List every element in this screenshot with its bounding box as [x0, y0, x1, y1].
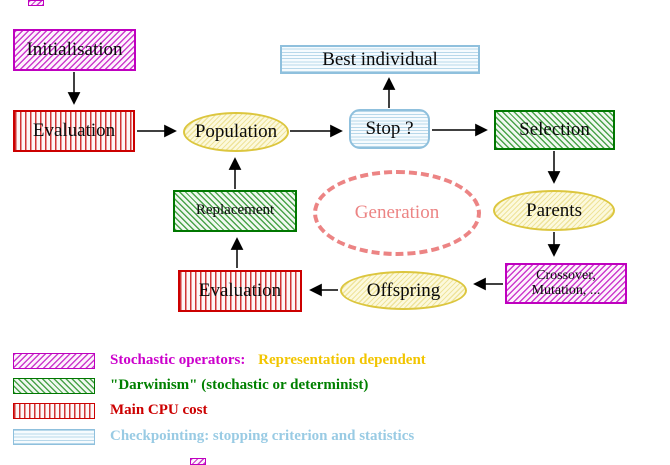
legend-cpu-primary: Main CPU cost	[110, 402, 208, 418]
legend-row-stochastic: Stochastic operators: Representation dep…	[13, 352, 426, 369]
node-population: Population	[183, 112, 289, 152]
node-best-individual: Best individual	[280, 45, 480, 74]
legend-row-cpu-cost: Main CPU cost	[13, 402, 208, 419]
node-parents: Parents	[493, 190, 615, 231]
node-stop-label: Stop ?	[365, 118, 414, 140]
node-parents-label: Parents	[526, 199, 582, 221]
legend-text-cpu-cost: Main CPU cost	[110, 402, 208, 419]
node-initialisation-label: Initialisation	[26, 39, 123, 61]
node-crossover-mutation: Crossover, Mutation, ...	[505, 263, 627, 304]
node-initialisation: Initialisation	[13, 29, 136, 71]
legend-stochastic-secondary: Representation dependent	[258, 352, 426, 368]
edge-fragment-bottom	[190, 458, 206, 465]
node-best-individual-label: Best individual	[322, 48, 438, 70]
legend-text-darwinism: "Darwinism" (stochastic or determinist)	[110, 377, 368, 394]
node-crossover-line1: Crossover,	[536, 267, 596, 283]
node-evaluation-bottom-label: Evaluation	[198, 280, 282, 302]
legend-swatch-green-hatch	[13, 377, 95, 394]
node-stop: Stop ?	[349, 109, 430, 149]
node-evaluation-top-label: Evaluation	[32, 120, 116, 142]
legend-swatch-cyan-lines	[13, 428, 95, 445]
generation-label: Generation	[354, 202, 440, 223]
node-offspring-label: Offspring	[366, 279, 441, 301]
legend-text-stochastic: Stochastic operators: Representation dep…	[110, 352, 426, 369]
legend-swatch-red-stripes	[13, 402, 95, 419]
node-replacement-label: Replacement	[195, 202, 275, 219]
node-replacement: Replacement	[173, 190, 297, 232]
node-selection-label: Selection	[519, 119, 590, 141]
node-offspring: Offspring	[340, 271, 467, 310]
node-evaluation-bottom: Evaluation	[178, 270, 302, 312]
legend-swatch-magenta-hatch	[13, 352, 95, 369]
legend-row-checkpointing: Checkpointing: stopping criterion and st…	[13, 428, 414, 445]
legend-darwinism-primary: "Darwinism" (stochastic or determinist)	[110, 377, 369, 393]
node-evaluation-top: Evaluation	[13, 110, 135, 152]
node-crossover-line2: Mutation, ...	[531, 282, 601, 298]
legend-row-darwinism: "Darwinism" (stochastic or determinist)	[13, 377, 368, 394]
node-population-label: Population	[194, 121, 278, 143]
edge-fragment-top	[28, 0, 44, 6]
legend-text-checkpointing: Checkpointing: stopping criterion and st…	[110, 428, 414, 445]
legend-checkpointing-primary: Checkpointing: stopping criterion and st…	[110, 428, 415, 444]
node-selection: Selection	[494, 110, 615, 150]
legend-stochastic-primary: Stochastic operators:	[110, 352, 246, 368]
generation-loop-ellipse: Generation	[313, 170, 481, 256]
